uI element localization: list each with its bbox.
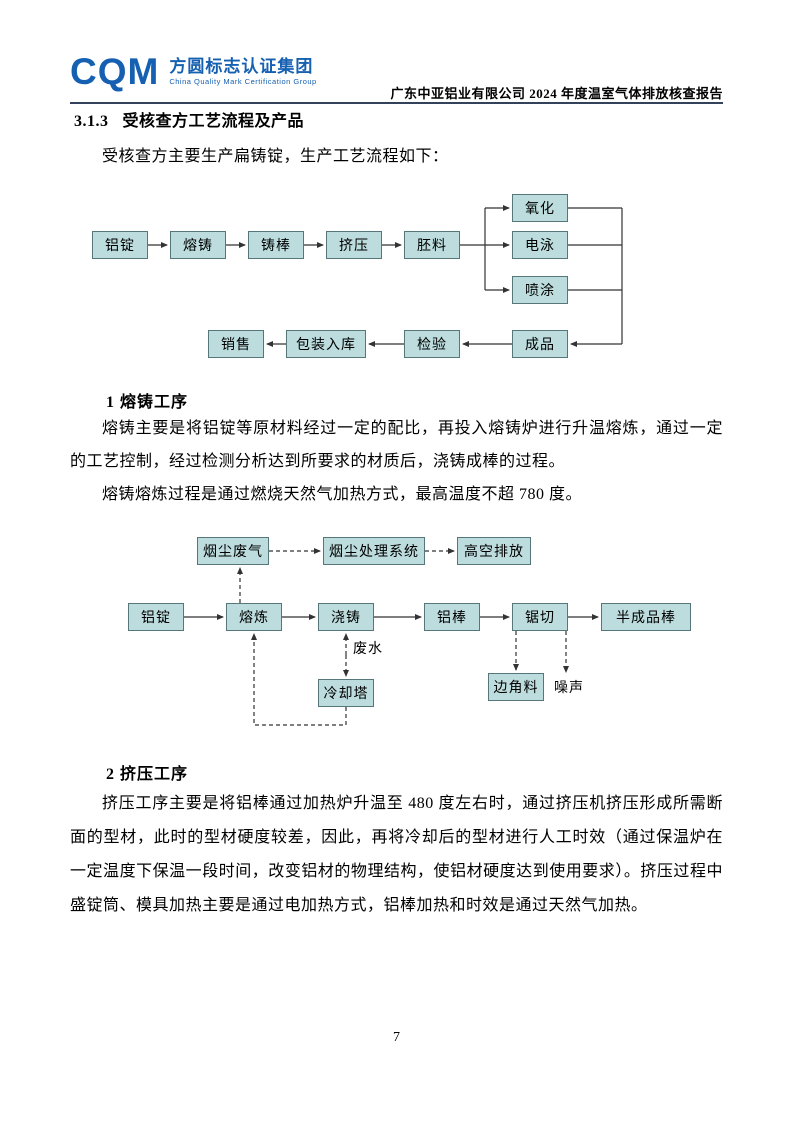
- melt-paragraph-1: 熔铸主要是将铝锭等原材料经过一定的配比，再投入熔铸炉进行升温熔炼，通过一定的工艺…: [70, 420, 723, 470]
- label-noise: 噪声: [554, 681, 584, 696]
- box-electrophoresis: 电泳: [512, 231, 568, 259]
- box-scrap: 边角料: [488, 673, 544, 701]
- cqm-logo-english-name: China Quality Mark Certification Group: [169, 77, 317, 86]
- box-aluminum-ingot: 铝锭: [92, 231, 148, 259]
- melt-paragraph-2: 熔铸熔炼过程是通过燃烧天然气加热方式，最高温度不超 780 度。: [102, 486, 583, 503]
- box-spray-coating: 喷涂: [512, 276, 568, 304]
- page-header: CQM 方圆标志认证集团 China Quality Mark Certific…: [70, 52, 723, 102]
- section-heading: 3.1.3 受核查方工艺流程及产品: [74, 107, 304, 131]
- cqm-logo: CQM 方圆标志认证集团 China Quality Mark Certific…: [70, 52, 317, 92]
- box-high-altitude-discharge: 高空排放: [457, 537, 531, 565]
- box-semi-finished-rod: 半成品棒: [601, 603, 691, 631]
- document-title: 广东中亚铝业有限公司 2024 年度温室气体排放核查报告: [390, 86, 723, 101]
- label-wastewater: 废水: [353, 642, 383, 657]
- box-dust-treatment-system: 烟尘处理系统: [323, 537, 425, 565]
- box-extrusion: 挤压: [326, 231, 382, 259]
- box-oxidation: 氧化: [512, 194, 568, 222]
- production-flowchart: 铝锭 熔铸 铸棒 挤压 胚料 氧化 电泳 喷涂 成品 检验 包装入库 销售: [85, 190, 645, 370]
- page-number: 7: [393, 1030, 400, 1045]
- melt-casting-flowchart: 烟尘废气 烟尘处理系统 高空排放 铝锭 熔炼 浇铸 铝棒 锯切 半成品棒 冷却塔…: [115, 520, 705, 745]
- intro-paragraph: 受核查方主要生产扁铸锭，生产工艺流程如下：: [102, 148, 449, 165]
- box-melting: 熔炼: [226, 603, 282, 631]
- cqm-logo-chinese-name: 方圆标志认证集团: [169, 57, 314, 76]
- box-finished-product: 成品: [512, 330, 568, 358]
- section-title: 受核查方工艺流程及产品: [122, 113, 305, 130]
- box-casting: 浇铸: [318, 603, 374, 631]
- box-sawing: 锯切: [512, 603, 568, 631]
- box-inspection: 检验: [404, 330, 460, 358]
- extrusion-paragraph: 挤压工序主要是将铝棒通过加热炉升温至 480 度左右时，通过挤压机挤压形成所需断…: [70, 795, 723, 914]
- section-number: 3.1.3: [74, 113, 109, 130]
- melt-casting-flowchart-arrows: [184, 548, 599, 726]
- box-billet: 胚料: [404, 231, 460, 259]
- box-sales: 销售: [208, 330, 264, 358]
- cqm-logo-acronym: CQM: [70, 51, 160, 92]
- header-divider: [70, 102, 723, 104]
- extrusion-section-heading: 2 挤压工序: [106, 766, 189, 783]
- box-melt-casting: 熔铸: [170, 231, 226, 259]
- box-cast-rod: 铸棒: [248, 231, 304, 259]
- box-aluminum-rod: 铝棒: [424, 603, 480, 631]
- box-dust-waste-gas: 烟尘废气: [197, 537, 269, 565]
- box-aluminum-ingot-2: 铝锭: [128, 603, 184, 631]
- cqm-logo-text: 方圆标志认证集团 China Quality Mark Certificatio…: [169, 57, 316, 87]
- production-flowchart-arrows: [148, 205, 623, 347]
- melt-section-heading: 1 熔铸工序: [106, 394, 189, 411]
- box-cooling-tower: 冷却塔: [318, 679, 374, 707]
- box-packing-storage: 包装入库: [286, 330, 366, 358]
